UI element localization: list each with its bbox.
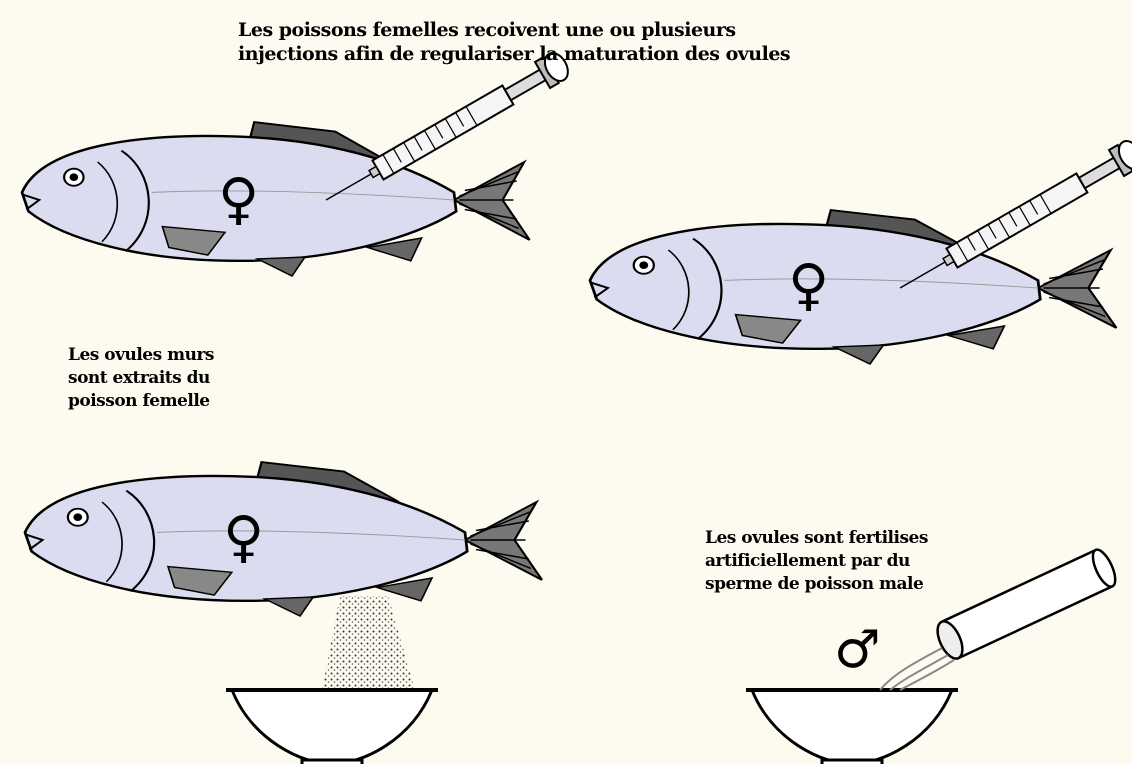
caption-extraction-line-2: sont extraits du — [68, 367, 214, 390]
caption-fertilization-line-2: artificiellement par du — [705, 550, 928, 573]
caption-fertilization: Les ovules sont fertilises artificiellem… — [705, 527, 928, 596]
male-symbol-icon: ♂ — [834, 624, 881, 676]
caption-extraction: Les ovules murs sont extraits du poisson… — [68, 344, 214, 413]
female-fish-3 — [25, 462, 542, 616]
caption-injection-line-1: Les poissons femelles recoivent une ou p… — [238, 18, 790, 42]
female-fish-1 — [22, 122, 530, 276]
caption-injection-line-2: injections afin de regulariser la matura… — [238, 42, 790, 66]
female-symbol-icon: ♀ — [788, 258, 829, 314]
caption-extraction-line-1: Les ovules murs — [68, 344, 214, 367]
female-symbol-icon: ♀ — [223, 510, 264, 566]
caption-fertilization-line-3: sperme de poisson male — [705, 573, 928, 596]
eggs-stream — [322, 596, 415, 690]
female-symbol-icon: ♀ — [218, 172, 259, 228]
bowl-left — [226, 690, 438, 764]
caption-extraction-line-3: poisson femelle — [68, 390, 214, 413]
bowl-right — [746, 690, 958, 764]
female-fish-2 — [590, 210, 1116, 364]
caption-fertilization-line-1: Les ovules sont fertilises — [705, 527, 928, 550]
caption-injection: Les poissons femelles recoivent une ou p… — [238, 18, 790, 66]
